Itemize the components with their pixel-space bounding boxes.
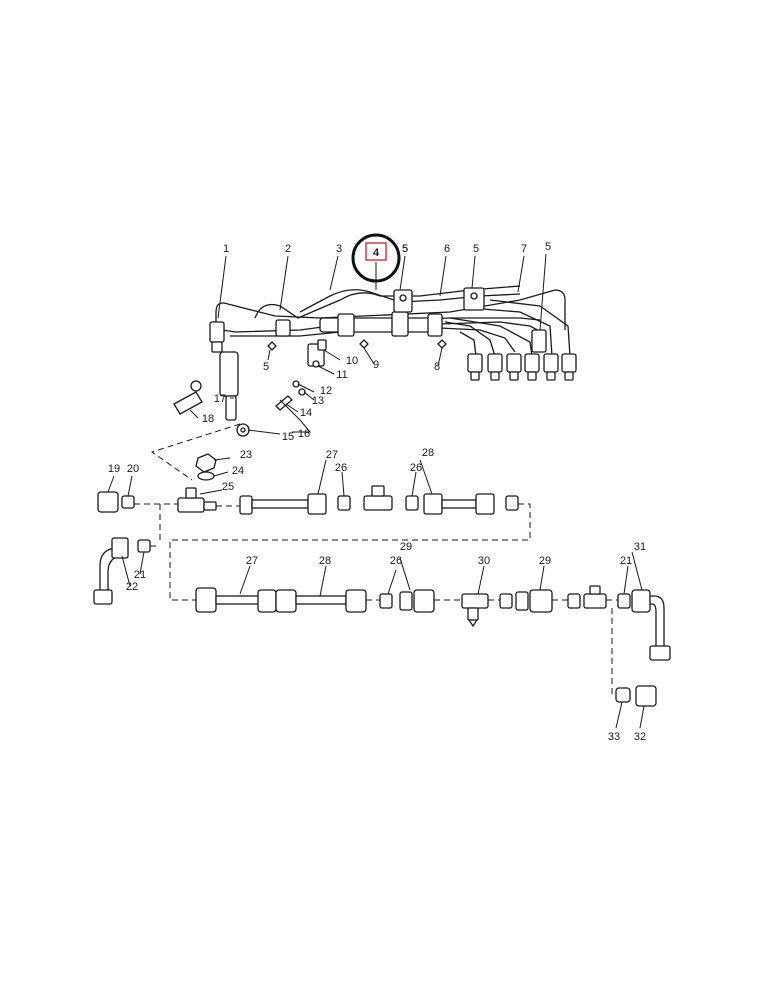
seal-20 xyxy=(121,495,135,509)
callout-17: 17 xyxy=(214,393,226,405)
seal-21-lower xyxy=(617,593,631,609)
callout-26: 26 xyxy=(390,555,402,567)
callout-14: 14 xyxy=(300,407,312,419)
callout-7: 7 xyxy=(521,243,527,255)
nut-32 xyxy=(635,685,657,707)
callout-23: 23 xyxy=(240,449,252,461)
tee-fitting-lower-right xyxy=(583,585,607,609)
seal-lower-b xyxy=(567,593,581,609)
callout-27: 27 xyxy=(246,555,258,567)
callout-13: 13 xyxy=(312,395,324,407)
callout-15: 15 xyxy=(282,431,294,443)
callout-18: 18 xyxy=(202,413,214,425)
nut-29b xyxy=(413,589,435,613)
nut-19 xyxy=(97,491,119,513)
callout-4: 4 xyxy=(373,247,380,259)
callout-24: 24 xyxy=(232,465,244,477)
callout-5: 5 xyxy=(545,241,551,253)
callout-12: 12 xyxy=(320,385,332,397)
seal-33 xyxy=(615,687,631,703)
callout-26: 26 xyxy=(410,462,422,474)
callout-28: 28 xyxy=(422,447,434,459)
callout-11: 11 xyxy=(336,369,347,381)
callout-27: 27 xyxy=(326,449,338,461)
injection-line-bundle xyxy=(209,285,577,381)
nut-29d xyxy=(529,589,553,613)
callout-1: 1 xyxy=(223,243,229,255)
callout-29: 29 xyxy=(400,541,412,553)
pipe-assembly-27-lower xyxy=(195,587,277,613)
leader-lines xyxy=(107,253,645,729)
elbow-pipe-22 xyxy=(93,537,151,605)
callout-5: 5 xyxy=(473,243,479,255)
callout-25: 25 xyxy=(222,481,234,493)
callout-33: 33 xyxy=(608,731,620,743)
callout-5: 5 xyxy=(402,243,408,255)
nut-29c xyxy=(515,591,529,611)
highlight-callout-4 xyxy=(351,233,401,283)
tee-fitting-30 xyxy=(461,593,489,628)
callout-8: 8 xyxy=(434,361,440,373)
callout-21: 21 xyxy=(134,569,146,581)
elbow-pipe-31 xyxy=(631,589,671,661)
dashed-connectors xyxy=(134,423,618,695)
callout-32: 32 xyxy=(634,731,646,743)
callout-5: 5 xyxy=(402,243,408,255)
bolt-14 xyxy=(275,395,293,411)
callout-3: 3 xyxy=(336,243,342,255)
callout-30: 30 xyxy=(478,555,490,567)
tee-fitting-mid xyxy=(363,485,393,511)
callout-31: 31 xyxy=(634,541,646,553)
callout-5: 5 xyxy=(263,361,269,373)
injector-nozzle xyxy=(219,351,250,437)
callout-29: 29 xyxy=(539,555,551,567)
callout-10: 10 xyxy=(346,355,358,367)
callout-21: 21 xyxy=(620,555,632,567)
tee-fitting-25 xyxy=(177,487,217,513)
callout-19: 19 xyxy=(108,463,120,475)
washer-24 xyxy=(197,471,215,481)
nut-29a xyxy=(399,591,413,611)
callout-28: 28 xyxy=(319,555,331,567)
pipe-assembly-28-lower xyxy=(275,589,367,613)
outlet-nuts xyxy=(467,353,577,381)
callout-16: 16 xyxy=(298,428,310,440)
callout-20: 20 xyxy=(127,463,139,475)
seal-lower-a xyxy=(499,593,513,609)
pipe-assembly-28 xyxy=(405,493,519,515)
callout-2: 2 xyxy=(285,243,291,255)
leak-off-fitting xyxy=(173,380,203,415)
nut-23 xyxy=(195,453,217,473)
callout-9: 9 xyxy=(373,359,379,371)
seal-26-lower xyxy=(379,593,393,609)
washer-13 xyxy=(298,388,306,396)
callout-22: 22 xyxy=(126,581,138,593)
pipe-assembly-27 xyxy=(239,493,351,515)
callout-26: 26 xyxy=(335,462,347,474)
callout-6: 6 xyxy=(444,243,450,255)
